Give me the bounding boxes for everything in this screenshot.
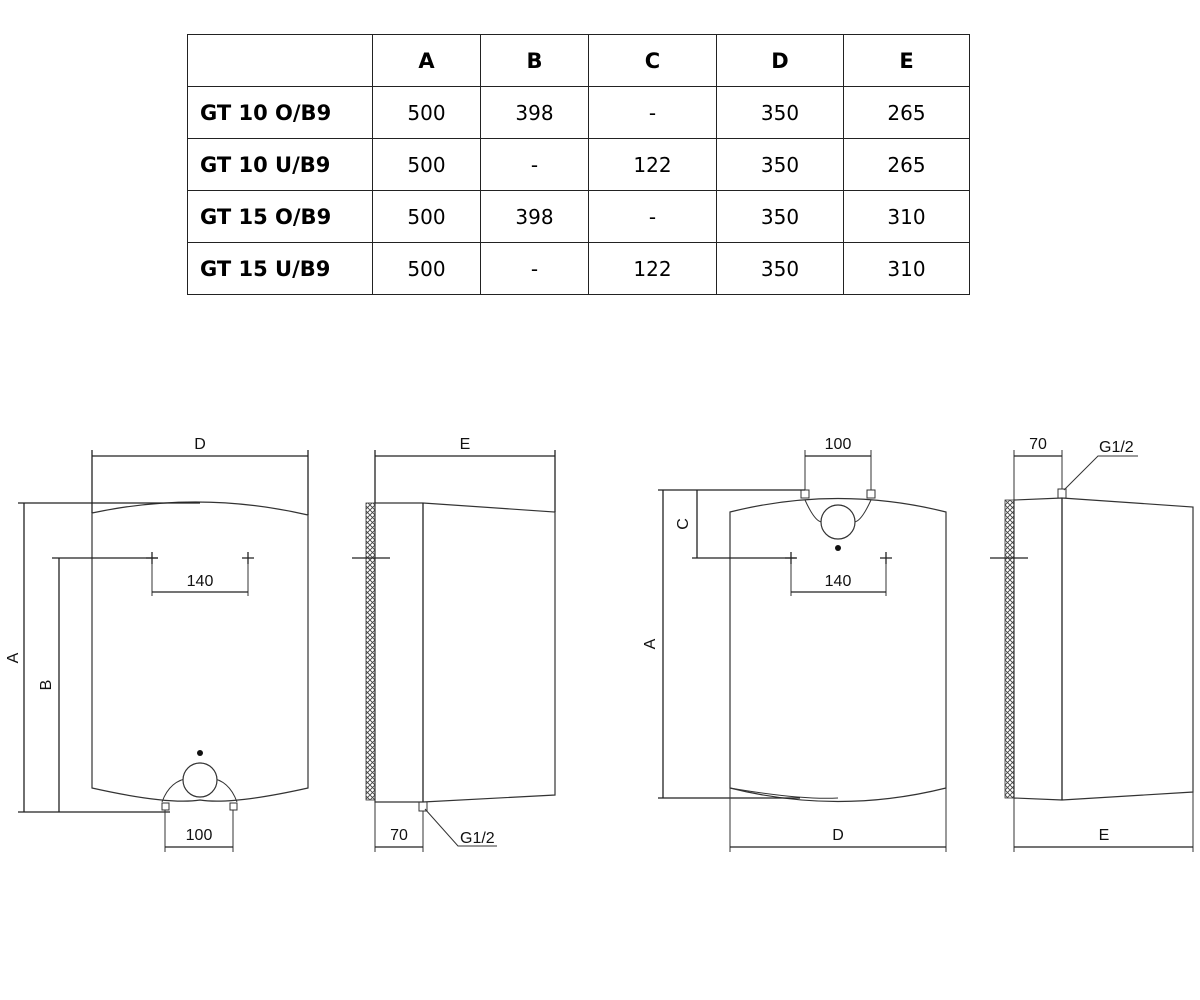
table-row: GT 15 O/B9 500 398 - 350 310 — [187, 190, 970, 243]
cell-d: 350 — [716, 86, 844, 139]
model-cell: GT 15 O/B9 — [187, 190, 373, 243]
thread-label: G1/2 — [1099, 439, 1134, 456]
control-knob-icon — [182, 762, 218, 798]
dimension-label-70: 70 — [1029, 436, 1047, 453]
pipe-connector-icon — [161, 802, 170, 811]
heater-side-outline — [1013, 497, 1194, 801]
cell-b: - — [480, 138, 589, 191]
cell-c: - — [588, 190, 717, 243]
heater-side-outline — [374, 502, 556, 803]
wall-hatch — [1004, 499, 1015, 799]
indicator-dot-icon — [197, 750, 203, 756]
under-sink-side-view: 70 G1/2 E — [990, 436, 1194, 852]
thread-label: G1/2 — [460, 830, 495, 847]
cell-c: - — [588, 86, 717, 139]
heater-body-outline — [729, 497, 947, 803]
under-sink-front-view: 100 C 140 A D — [642, 436, 947, 852]
mounting-point-icon — [146, 552, 158, 564]
cell-b: - — [480, 242, 589, 295]
dimension-label-70: 70 — [390, 827, 408, 844]
cell-d: 350 — [716, 190, 844, 243]
bottom-curve — [729, 787, 839, 799]
header-cell-c: C — [588, 34, 717, 87]
pipe-connector-icon — [866, 489, 876, 499]
dimension-label-140: 140 — [187, 573, 214, 590]
cell-d: 350 — [716, 242, 844, 295]
dimension-label-a: A — [5, 652, 22, 663]
dimension-label-100: 100 — [825, 436, 852, 453]
heater-body-outline — [91, 501, 309, 802]
dimension-label-d: D — [194, 436, 206, 453]
table-row: GT 15 U/B9 500 - 122 350 310 — [187, 242, 970, 295]
model-cell: GT 10 U/B9 — [187, 138, 373, 191]
over-sink-side-view: E 70 G1/2 — [352, 436, 556, 852]
dimension-label-140: 140 — [825, 573, 852, 590]
dimension-label-b: B — [38, 680, 55, 691]
table-row: GT 10 O/B9 500 398 - 350 265 — [187, 86, 970, 139]
dimensions-table: A B C D E GT 10 O/B9 500 398 - 350 265 G… — [187, 34, 970, 295]
cell-e: 265 — [843, 138, 970, 191]
mounting-point-icon — [880, 552, 892, 564]
dimension-label-e: E — [460, 436, 471, 453]
dimension-label-e: E — [1099, 827, 1110, 844]
cell-c: 122 — [588, 242, 717, 295]
thread-leader-line — [1063, 455, 1138, 491]
cell-b: 398 — [480, 86, 589, 139]
indicator-dot-icon — [835, 545, 841, 551]
pipe-connector-icon — [1057, 488, 1067, 499]
mounting-point-icon — [242, 552, 254, 564]
mounting-point-icon — [785, 552, 797, 564]
dimension-label-d: D — [832, 827, 844, 844]
cell-e: 310 — [843, 190, 970, 243]
cell-e: 310 — [843, 242, 970, 295]
cell-a: 500 — [372, 86, 481, 139]
cell-c: 122 — [588, 138, 717, 191]
model-cell: GT 15 U/B9 — [187, 242, 373, 295]
pipe-connector-icon — [229, 802, 238, 811]
over-sink-front-view: D A B 140 100 — [5, 436, 309, 852]
model-cell: GT 10 O/B9 — [187, 86, 373, 139]
cell-a: 500 — [372, 242, 481, 295]
pipe-connector-icon — [800, 489, 810, 499]
thread-leader-line — [424, 808, 497, 847]
cell-e: 265 — [843, 86, 970, 139]
wall-hatch — [365, 502, 376, 801]
dimension-label-a: A — [642, 638, 659, 649]
dimension-label-100: 100 — [186, 827, 213, 844]
dimension-label-c: C — [675, 518, 692, 530]
header-cell-e: E — [843, 34, 970, 87]
control-knob-icon — [820, 504, 856, 540]
cell-a: 500 — [372, 190, 481, 243]
